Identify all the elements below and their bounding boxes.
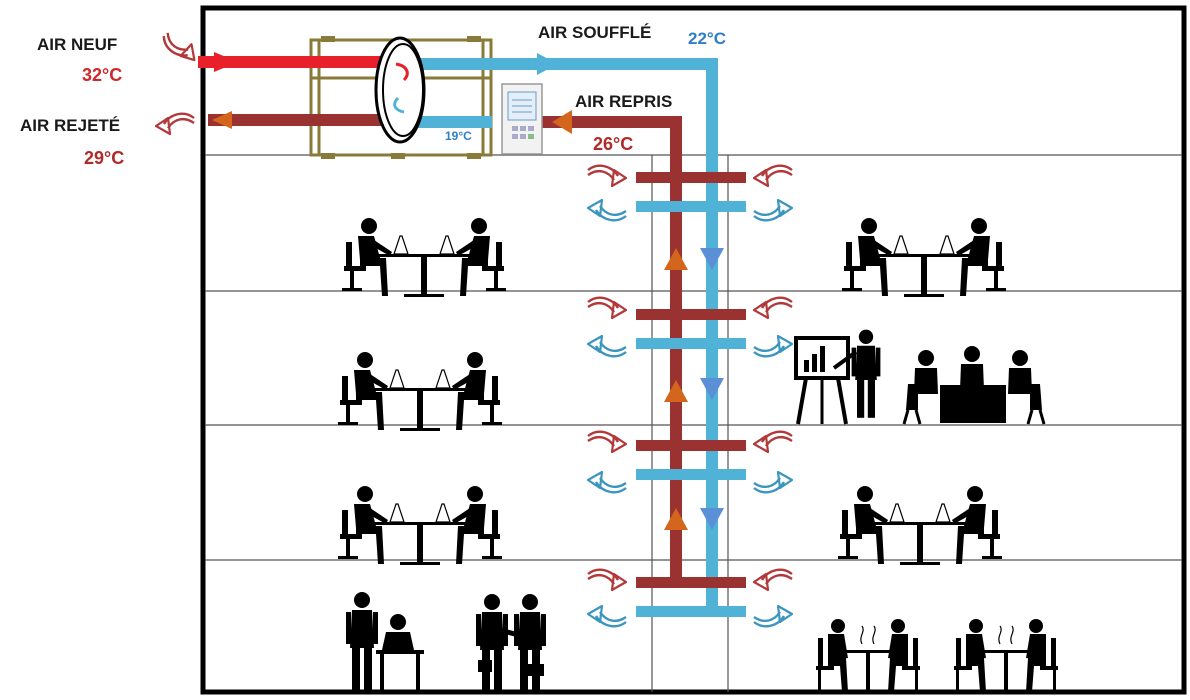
air-rejete-label: AIR REJETÉ xyxy=(20,116,120,135)
supply-curl-arrow-icon xyxy=(586,198,628,222)
exhaust-curl-arrow-icon xyxy=(586,296,628,320)
return-arrow-icon xyxy=(552,110,572,134)
office-desk-icon xyxy=(837,485,1003,566)
down-arrow-icon xyxy=(700,248,724,270)
office-desk-icon xyxy=(337,351,503,432)
exhaust-outlet-icon xyxy=(154,112,196,136)
dining-icon xyxy=(953,618,1059,694)
office-desk-icon xyxy=(841,217,1007,298)
control-panel-icon xyxy=(501,83,543,155)
supply-curl-arrow-icon xyxy=(586,334,628,358)
fresh-air-arrow-icon xyxy=(214,52,238,72)
supply-curl-arrow-icon xyxy=(586,604,628,628)
supply-curl-arrow-icon xyxy=(586,470,628,494)
exhaust-duct xyxy=(208,114,682,585)
exhaust-curl-arrow-icon xyxy=(586,568,628,592)
down-arrow-icon xyxy=(700,378,724,400)
up-arrow-icon xyxy=(664,248,688,270)
air-curl-arrows xyxy=(586,164,794,628)
supply-arrow-icon xyxy=(537,53,558,75)
rotary-wheel-icon xyxy=(374,36,426,144)
branch-ducts xyxy=(636,172,746,617)
up-arrow-icon xyxy=(664,508,688,530)
up-arrow-icon xyxy=(664,380,688,402)
down-arrow-icon xyxy=(700,508,724,530)
exhaust-curl-arrow-icon xyxy=(586,430,628,454)
supply-curl-arrow-icon xyxy=(752,604,794,628)
exhaust-curl-arrow-icon xyxy=(752,430,794,454)
handshake-icon xyxy=(476,594,546,692)
air-repris-label: AIR REPRIS xyxy=(575,92,672,111)
fresh-air-duct xyxy=(198,56,394,68)
presentation-icon xyxy=(794,329,881,425)
reception-icon xyxy=(346,592,424,692)
supply-curl-arrow-icon xyxy=(752,470,794,494)
exhaust-arrow-icon xyxy=(212,111,232,129)
air-rejete-temp: 29°C xyxy=(84,148,124,168)
office-desk-icon xyxy=(337,485,503,566)
exhaust-curl-arrow-icon xyxy=(586,164,628,188)
office-desk-icon xyxy=(341,217,507,298)
building-outline xyxy=(200,5,1187,695)
exchanger-temp: 19°C xyxy=(445,129,472,143)
exhaust-curl-arrow-icon xyxy=(752,568,794,592)
supply-curl-arrow-icon xyxy=(752,198,794,222)
air-souffle-label: AIR SOUFFLÉ xyxy=(538,23,651,42)
air-neuf-label: AIR NEUF xyxy=(37,35,117,54)
building xyxy=(200,5,1187,695)
exhaust-curl-arrow-icon xyxy=(752,296,794,320)
air-neuf-temp: 32°C xyxy=(82,65,122,85)
exhaust-curl-arrow-icon xyxy=(752,164,794,188)
air-repris-temp: 26°C xyxy=(593,134,633,154)
riser-arrows xyxy=(664,248,724,530)
supply-curl-arrow-icon xyxy=(752,334,794,358)
dining-icon xyxy=(815,618,921,694)
air-souffle-temp: 22°C xyxy=(688,29,726,48)
meeting-icon xyxy=(902,346,1046,425)
fresh-air-inlet-icon xyxy=(159,24,202,70)
